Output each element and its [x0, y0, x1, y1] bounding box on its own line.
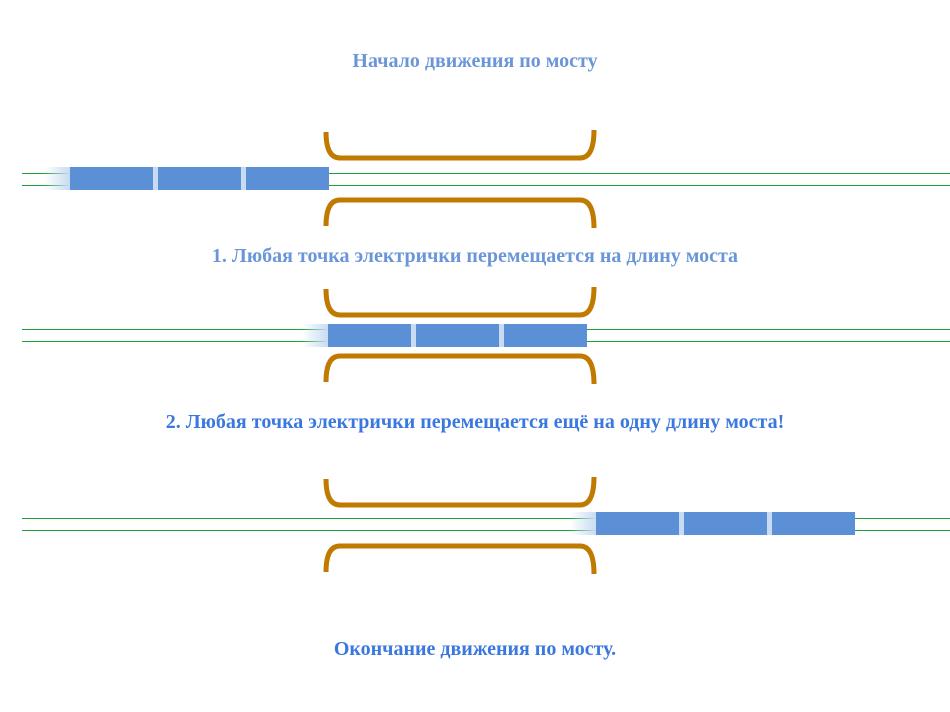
rail-bottom — [22, 185, 950, 186]
train-car — [504, 324, 587, 347]
car-coupling — [679, 512, 684, 535]
car-coupling — [499, 324, 504, 347]
caption-step2: 2. Любая точка электрички перемещается е… — [165, 411, 785, 433]
train-car — [328, 324, 411, 347]
train-car — [684, 512, 767, 535]
rail-top — [22, 518, 950, 519]
motion-trail — [302, 324, 328, 347]
car-coupling — [153, 167, 158, 190]
bridge-top-bracket — [323, 129, 597, 161]
train-car — [158, 167, 241, 190]
motion-trail — [570, 512, 596, 535]
train-car — [772, 512, 855, 535]
bridge-bottom-bracket — [323, 353, 597, 385]
bridge-bottom-bracket — [323, 543, 597, 575]
train-car — [416, 324, 499, 347]
rail-top — [22, 173, 950, 174]
bridge-top-bracket — [323, 286, 597, 318]
car-coupling — [767, 512, 772, 535]
caption-start: Начало движения по мосту — [352, 50, 598, 72]
bridge-top-bracket — [323, 476, 597, 508]
rail-bottom — [22, 530, 950, 531]
bridge-bottom-bracket — [323, 197, 597, 229]
train-car — [596, 512, 679, 535]
caption-step1: 1. Любая точка электрички перемещается н… — [211, 245, 739, 267]
train-car — [246, 167, 329, 190]
motion-trail — [44, 167, 70, 190]
car-coupling — [241, 167, 246, 190]
caption-end: Окончание движения по мосту. — [333, 638, 617, 660]
train-car — [70, 167, 153, 190]
car-coupling — [411, 324, 416, 347]
